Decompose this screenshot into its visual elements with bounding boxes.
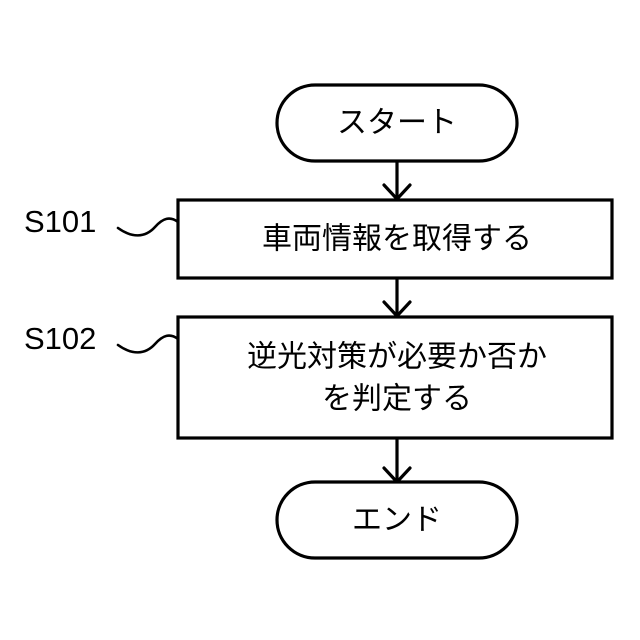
edge-s101-to-s102 xyxy=(382,278,412,318)
node-start[interactable]: スタート xyxy=(275,83,519,163)
start-label: スタート xyxy=(337,106,457,141)
leader-squiggle-s102 xyxy=(116,334,180,354)
s101-process-shape xyxy=(176,198,614,280)
s102-label-line2: を判定する xyxy=(322,382,472,417)
step-label-s101: S101 xyxy=(24,204,180,239)
s102-label-line1: 逆光対策が必要か否か xyxy=(247,340,547,375)
end-label: エンド xyxy=(352,503,442,538)
step-label-s102-text: S102 xyxy=(24,321,96,356)
leader-squiggle-s101 xyxy=(116,217,180,237)
edge-s102-to-end xyxy=(382,438,412,484)
s101-label: 車両情報を取得する xyxy=(262,222,532,257)
step-label-s102: S102 xyxy=(24,321,180,356)
node-s102[interactable]: 逆光対策が必要か否か を判定する xyxy=(176,315,614,440)
edge-start-to-s101 xyxy=(382,161,412,201)
node-s101[interactable]: 車両情報を取得する xyxy=(176,198,614,280)
end-terminator-shape xyxy=(275,480,519,560)
node-end[interactable]: エンド xyxy=(275,480,519,560)
s102-process-shape xyxy=(176,315,614,440)
step-label-s101-text: S101 xyxy=(24,204,96,239)
